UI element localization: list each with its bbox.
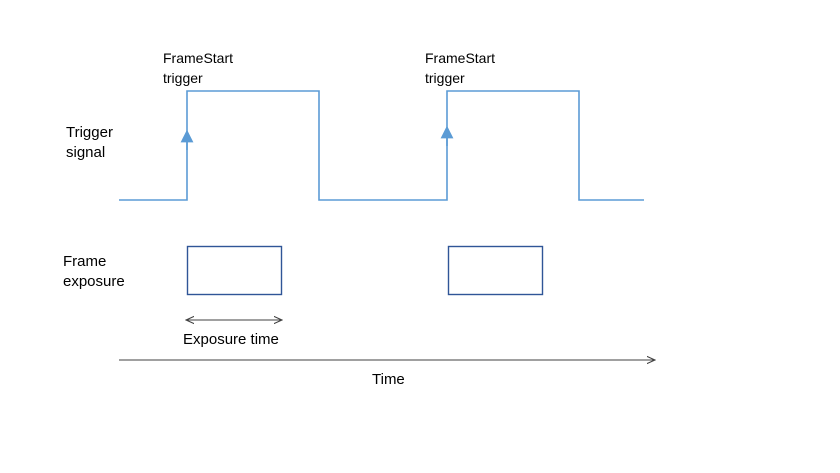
framestart-trigger-label-1-line-1: FrameStart [163, 50, 234, 66]
frame-exposure-label: Frame exposure [63, 252, 125, 292]
frame-exposure-label-line-2: exposure [63, 273, 125, 290]
time-axis-label-text: Time [372, 371, 405, 388]
exposure-time-label-text: Exposure time [183, 331, 279, 348]
exposure-box-1 [186, 245, 283, 296]
framestart-trigger-label-1-line-2: trigger [163, 70, 203, 86]
frame-exposure-label-line-1: Frame [63, 253, 107, 270]
trigger-signal-label-line-1: Trigger [66, 124, 113, 141]
framestart-trigger-label-2: FrameStart trigger [425, 48, 495, 88]
exposure-time-label: Exposure time [183, 330, 279, 350]
framestart-trigger-label-2-line-1: FrameStart [425, 50, 496, 66]
trigger-signal-label: Trigger signal [66, 123, 113, 163]
trigger-signal-label-line-2: signal [66, 144, 106, 161]
framestart-trigger-label-2-line-2: trigger [425, 70, 465, 86]
exposure-box-2 [447, 245, 544, 296]
time-axis-label: Time [372, 370, 405, 390]
trigger-signal-waveform [119, 90, 644, 201]
framestart-trigger-label-1: FrameStart trigger [163, 48, 233, 88]
